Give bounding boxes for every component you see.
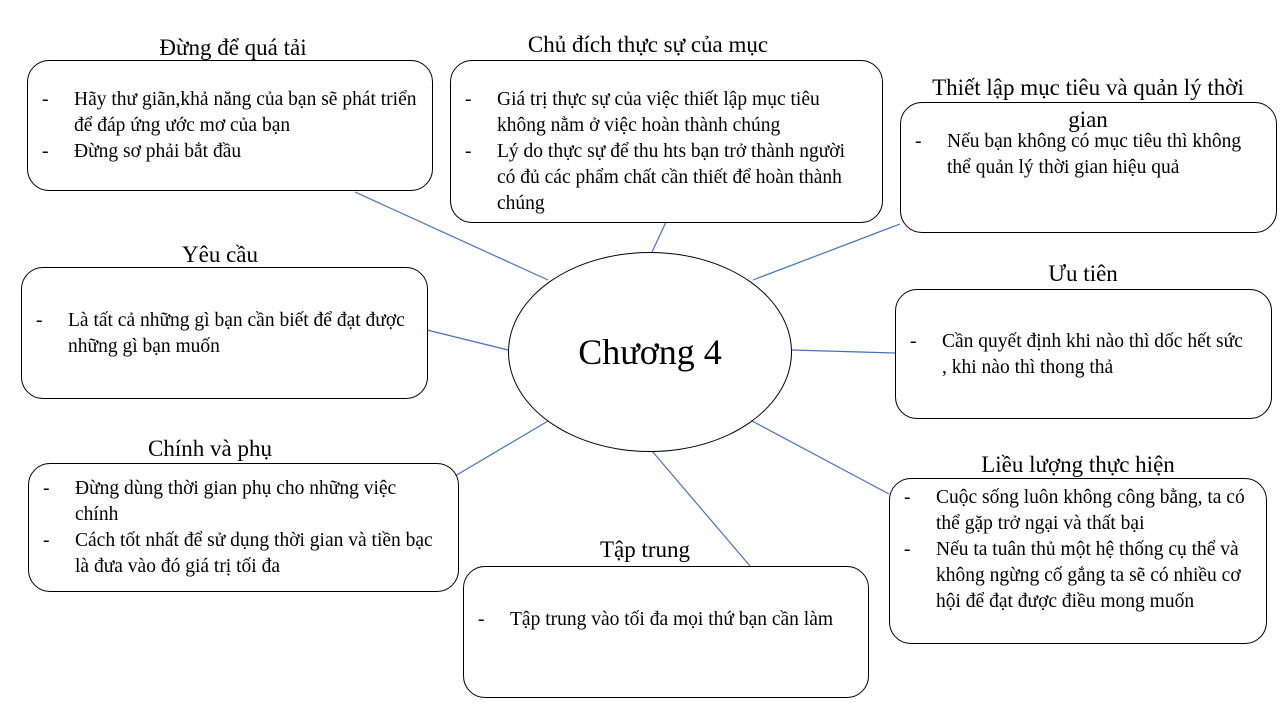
central-node-label: Chương 4: [578, 332, 722, 372]
central-node: Chương 4: [508, 252, 792, 452]
node-box: -Giá trị thực sự của việc thiết lập mục …: [450, 60, 883, 223]
node-title: Chính và phụ: [148, 436, 272, 461]
list-item: -Hãy thư giãn,khả năng của bạn sẽ phát t…: [42, 89, 417, 136]
node-title: Thiết lập mục tiêu và quản lý thời gian: [932, 75, 1244, 132]
connector-line: [426, 329, 509, 351]
list-item: -Cần quyết định khi nào thì dốc hết sức …: [910, 331, 1243, 378]
list-item: -Nếu bạn không có mục tiêu thì không thể…: [915, 131, 1242, 178]
node-title: Chủ đích thực sự của mục: [527, 32, 769, 57]
node-title: Ưu tiên: [1048, 261, 1118, 286]
connector-line: [354, 191, 549, 281]
list-item: -Đừng sơ phải bắt đầu: [42, 141, 242, 162]
node-box: -Cần quyết định khi nào thì dốc hết sức …: [895, 289, 1272, 419]
list-item: -Là tất cả những gì bạn cần biết để đạt …: [36, 310, 405, 357]
list-item: -Lý do thực sự để thu hts bạn trở thành …: [465, 141, 846, 214]
connector-line: [752, 223, 901, 281]
node-box: -Là tất cả những gì bạn cần biết để đạt …: [21, 267, 428, 399]
list-item: -Cuộc sống luôn không công bằng, ta có t…: [904, 487, 1245, 534]
node-title: Tập trung: [599, 537, 691, 562]
node-box: -Nếu bạn không có mục tiêu thì không thể…: [900, 102, 1277, 233]
list-item: -Tập trung vào tối đa mọi thứ bạn cần là…: [478, 609, 834, 630]
node-title: Yêu cầu: [182, 242, 258, 267]
list-item: -Cách tốt nhất để sử dụng thời gian và t…: [43, 530, 433, 577]
connector-line: [651, 450, 751, 567]
connector-line: [791, 349, 896, 354]
connector-line: [454, 420, 549, 477]
node-title: Liều lượng thực hiện: [981, 452, 1175, 477]
list-item: -Nếu ta tuân thủ một hệ thống cụ thể và …: [904, 539, 1241, 612]
list-item: -Giá trị thực sự của việc thiết lập mục …: [465, 89, 820, 136]
connector-line: [651, 221, 667, 253]
list-item: -Đừng dùng thời gian phụ cho những việc …: [43, 478, 397, 525]
node-box: -Đừng dùng thời gian phụ cho những việc …: [28, 463, 459, 592]
connector-line: [751, 420, 890, 495]
node-box: -Hãy thư giãn,khả năng của bạn sẽ phát t…: [27, 60, 433, 191]
node-box: -Tập trung vào tối đa mọi thứ bạn cần là…: [463, 566, 869, 698]
node-box: -Cuộc sống luôn không công bằng, ta có t…: [889, 478, 1267, 644]
node-title: Đừng để quá tải: [159, 35, 307, 60]
